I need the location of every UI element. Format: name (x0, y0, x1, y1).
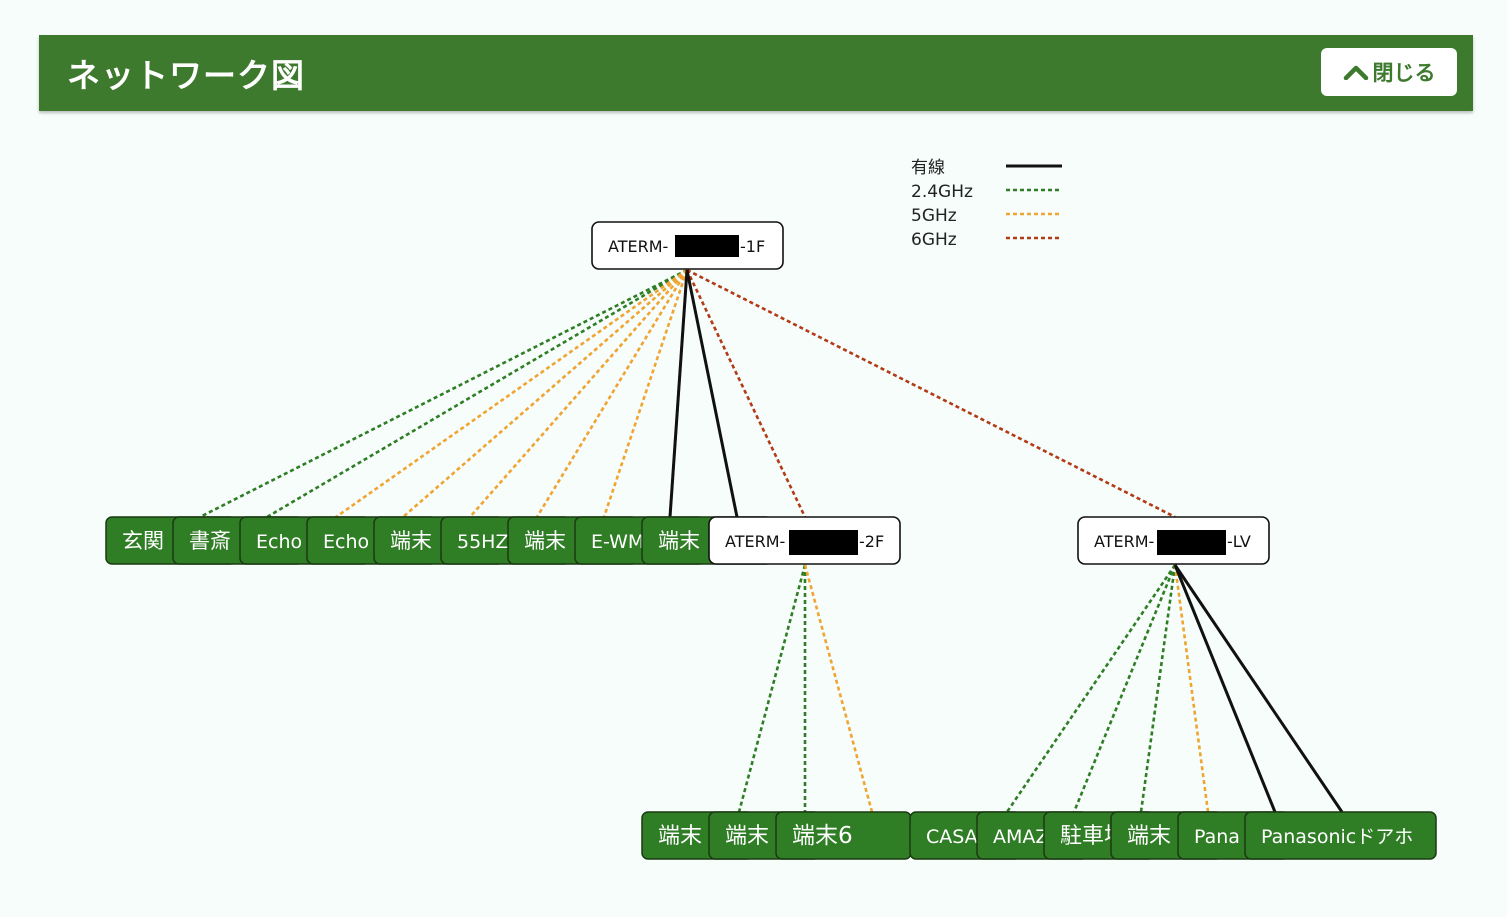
router-label-suffix: -LV (1227, 532, 1251, 551)
link-ghz5 (402, 269, 688, 518)
legend: 有線 2.4GHz 5GHz 6GHz (911, 158, 1062, 250)
close-button-label: 閉じる (1372, 61, 1436, 85)
device-label: 端末 (725, 824, 769, 849)
router-label-prefix: ATERM- (725, 532, 785, 551)
device-label: Echo (323, 531, 369, 553)
link-ghz6 (686, 268, 1176, 519)
link-ghz24 (1139, 564, 1177, 813)
device-label: Pana (1194, 826, 1240, 848)
device-label: 55HZ (457, 531, 508, 553)
device-label: Echo (256, 531, 302, 553)
legend-label: 有線 (911, 158, 945, 178)
legend-label: 2.4GHz (911, 182, 973, 202)
device-label: AMAZ (993, 826, 1048, 848)
redaction-block (675, 235, 739, 257)
device-node[interactable]: Panasonicドアホ (1244, 811, 1437, 860)
link-ghz24 (737, 564, 807, 813)
link-wired (1173, 564, 1277, 813)
link-wired (668, 269, 689, 518)
link-wired (1173, 564, 1344, 813)
device-label: 書斎 (189, 529, 231, 553)
device-label: 端末 (524, 529, 566, 553)
device-label: 端末6 (792, 823, 853, 849)
link-ghz24 (199, 268, 688, 519)
router-label-suffix: -2F (859, 532, 884, 551)
close-button[interactable]: 閉じる (1321, 48, 1457, 96)
device-label: 端末 (658, 529, 700, 553)
device-label: 端末 (1127, 824, 1171, 849)
router-node-r1f[interactable]: ATERM- -1F (591, 221, 784, 270)
device-label: E-WM (591, 531, 644, 553)
device-label: CASA (926, 826, 978, 848)
link-ghz5 (335, 268, 688, 519)
header-bar: ネットワーク図 閉じる (39, 35, 1473, 111)
redaction-block (1157, 530, 1226, 555)
router-label-prefix: ATERM- (1094, 532, 1154, 551)
link-ghz5 (469, 269, 688, 518)
link-ghz5 (602, 269, 689, 518)
device-node[interactable]: 端末6 (775, 811, 912, 860)
chevron-up-icon (1343, 65, 1368, 80)
device-label: 玄関 (122, 529, 164, 553)
router-label-prefix: ATERM- (608, 237, 668, 256)
router-node-rlv[interactable]: ATERM- -LV (1077, 516, 1270, 565)
redaction-block (789, 530, 858, 555)
device-box (1244, 811, 1437, 860)
link-ghz6 (685, 269, 807, 518)
legend-label: 5GHz (911, 206, 957, 226)
link-ghz24 (1072, 564, 1177, 813)
link-ghz5 (803, 564, 874, 813)
link-ghz24 (266, 268, 688, 519)
links-layer (199, 268, 1344, 813)
link-ghz24 (1005, 564, 1177, 813)
device-label: 端末 (390, 529, 432, 553)
device-label: 端末 (658, 824, 702, 849)
link-wired (685, 269, 739, 518)
router-label-suffix: -1F (740, 237, 765, 256)
router-node-r2f[interactable]: ATERM- -2F (708, 516, 901, 565)
device-label: Panasonicドアホ (1261, 826, 1413, 848)
page-title: ネットワーク図 (67, 56, 305, 95)
link-ghz5 (535, 269, 689, 518)
legend-label: 6GHz (911, 230, 957, 250)
